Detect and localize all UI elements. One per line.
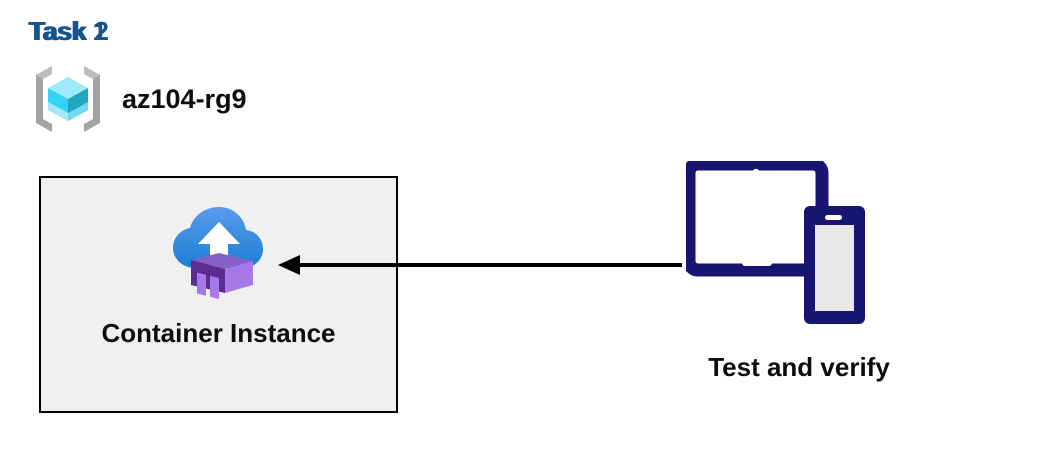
container-instance-resource-box: Container Instance xyxy=(39,176,398,413)
azure-container-instance-icon xyxy=(172,207,263,299)
task-1-panel: Task 1 az104-rg9 xyxy=(0,0,450,461)
azure-resource-group-icon xyxy=(36,66,100,132)
resource-group-row: az104-rg9 xyxy=(30,62,247,136)
resource-group-name: az104-rg9 xyxy=(122,83,247,114)
task-1-title: Task 1 xyxy=(28,16,108,46)
task-2-panel: Task 2 xyxy=(0,16,486,465)
task-2-title: Task 2 xyxy=(30,16,110,46)
test-and-verify-label: Test and verify xyxy=(708,352,890,382)
left-arrow-icon xyxy=(278,255,682,275)
tablet-and-phone-devices-icon xyxy=(686,161,865,324)
container-instance-label: Container Instance xyxy=(101,318,336,348)
